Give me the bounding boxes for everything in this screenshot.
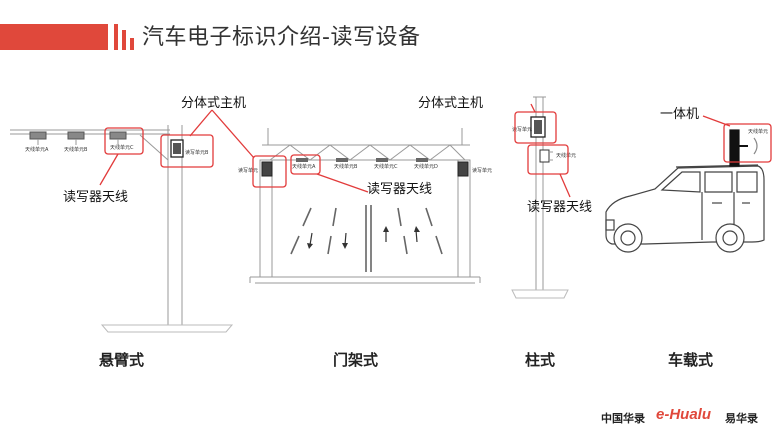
small-label: 天线单元A xyxy=(292,163,316,170)
logo-china-hualu: 中国华录 xyxy=(601,413,645,425)
label-antenna: 读写器天线 xyxy=(63,190,129,205)
label-integrated-unit: 一体机 xyxy=(660,107,700,122)
caption-gantry: 门架式 xyxy=(333,351,379,369)
cantilever-structure xyxy=(10,125,234,333)
label-split-host: 分体式主机 xyxy=(181,96,247,111)
logo-ehualu: e-Hualu xyxy=(656,406,712,423)
highlight-box xyxy=(160,134,214,168)
small-label: 读写单元 xyxy=(512,126,532,133)
highlight-box xyxy=(290,154,321,175)
small-label: 天线单元 xyxy=(556,152,576,159)
small-label: 天线单元D xyxy=(414,163,438,170)
callouts xyxy=(99,103,772,198)
vehicle-structure xyxy=(605,129,765,253)
highlight-box xyxy=(527,144,569,175)
small-label: 天线单元B xyxy=(64,146,88,153)
header-accent-tick xyxy=(114,24,118,50)
small-label: 天线单元B xyxy=(334,163,358,170)
caption-vehicle: 车载式 xyxy=(668,351,714,369)
header-accent-tick xyxy=(130,38,134,50)
page-title: 汽车电子标识介绍-读写设备 xyxy=(142,25,421,50)
highlight-box xyxy=(723,123,772,163)
small-label: 天线单元C xyxy=(110,144,134,151)
label-split-host: 分体式主机 xyxy=(418,96,484,111)
header-accent-bar xyxy=(0,24,108,50)
small-label: 读写单元 xyxy=(238,167,258,174)
gantry-structure xyxy=(249,128,481,284)
label-antenna: 读写器天线 xyxy=(527,200,593,215)
small-label: 天线单元 xyxy=(748,128,768,135)
small-label: 读写单元B xyxy=(185,149,209,156)
highlight-box xyxy=(104,127,144,155)
label-antenna: 读写器天线 xyxy=(367,182,433,197)
pole-structure xyxy=(511,96,569,299)
small-label: 天线单元A xyxy=(25,146,49,153)
highlight-box xyxy=(252,155,287,188)
caption-pole: 柱式 xyxy=(525,351,556,369)
caption-cantilever: 悬臂式 xyxy=(99,351,145,369)
small-label: 天线单元C xyxy=(374,163,398,170)
logo-yihualu: 易华录 xyxy=(725,413,758,425)
highlight-box xyxy=(514,111,557,144)
small-label: 读写单元 xyxy=(472,167,492,174)
header-accent-tick xyxy=(122,30,126,50)
